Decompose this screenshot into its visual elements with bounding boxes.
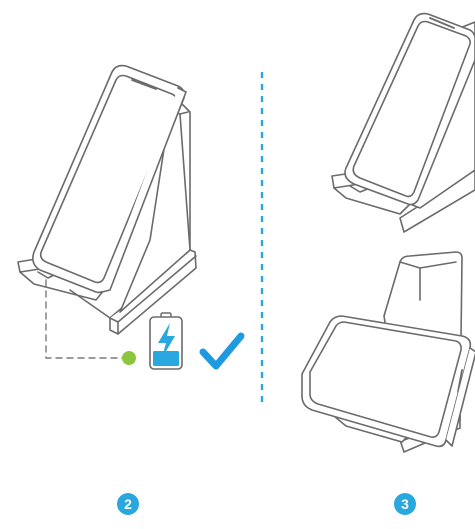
smartphone-portrait <box>32 64 187 294</box>
panel-step-2 <box>17 64 197 359</box>
panel-step-3 <box>301 12 475 453</box>
step-3-badge: 3 <box>394 493 416 515</box>
smartphone-portrait-top <box>344 12 475 206</box>
checkmark-icon <box>199 332 245 370</box>
status-led-icon <box>122 351 136 365</box>
smartphone-landscape <box>301 315 475 448</box>
cable-connector-line <box>45 279 125 359</box>
step-2-badge: 2 <box>117 493 139 515</box>
battery-charging-icon <box>149 312 183 370</box>
